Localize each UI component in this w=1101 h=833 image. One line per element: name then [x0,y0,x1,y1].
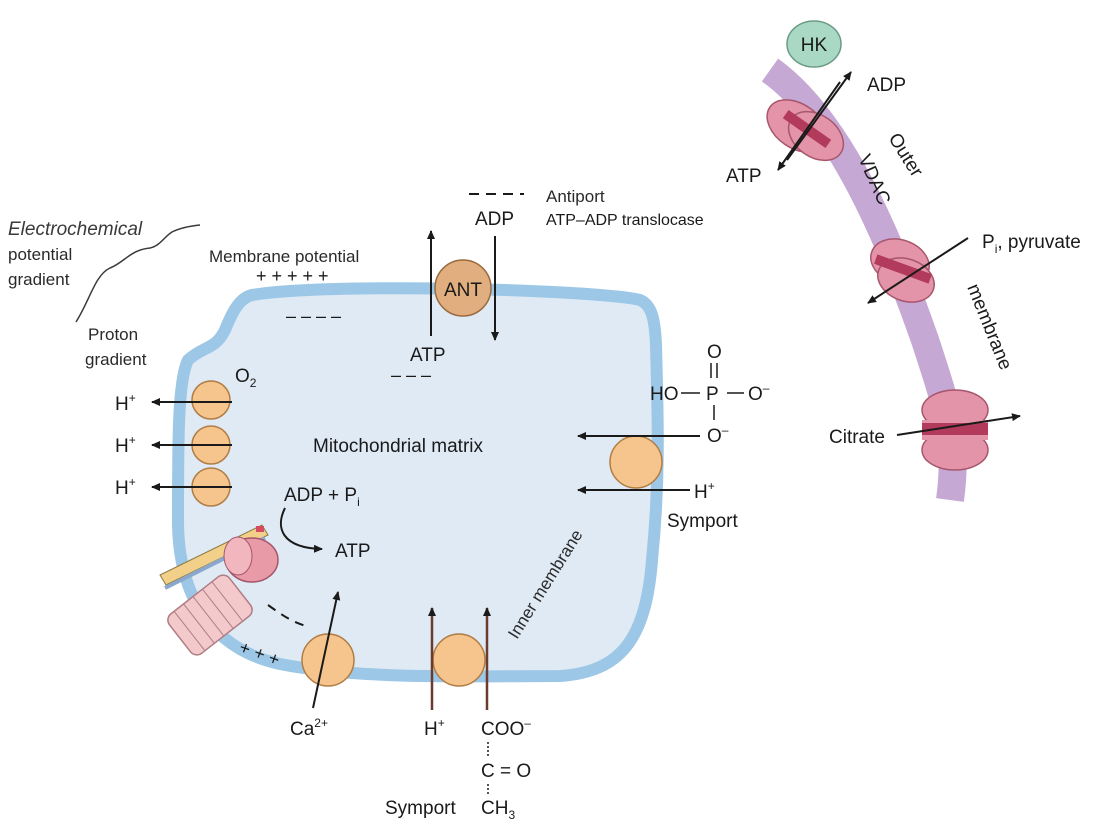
translocase-label: ATP–ADP translocase [546,212,704,229]
ca-label: Ca2+ [290,716,328,740]
outer-charge-plus: + + + + + [256,266,329,286]
h-plus-label-2: H+ [115,433,136,457]
pi-pyruvate-arrow [867,237,969,304]
phos-p: P [706,384,719,405]
phos-o-top: O [707,342,722,363]
h-plus-label-3: H+ [115,475,136,499]
antiport-label: Antiport [546,187,605,206]
electrochemical-brace [75,224,201,323]
gradient-label: gradient [85,350,147,369]
phos-ho: HO [650,384,679,405]
phos-o-bottom: O– [707,423,729,447]
adp-out-arrow [786,71,852,161]
outer-label: Outer [884,130,927,182]
atp-synthesis-label: ATP [335,541,371,562]
inner-membrane [172,282,664,683]
citrate-arrow [896,413,1021,436]
electrochemical-label-3: gradient [8,270,70,289]
phos-h-label: H+ [694,479,715,503]
h-plus-label-1: H+ [115,391,136,415]
membrane-minus-arc [267,604,307,627]
inner-charge-minus: – – – – [286,306,341,326]
hk-label: HK [801,35,828,56]
phosphate-carrier [609,435,663,489]
o2-label: O2 [235,366,257,390]
ca-arrow [312,591,341,709]
c-eq-o-label: C = O [481,761,531,782]
symport-right-label: Symport [667,511,738,532]
ant-adp-label: ADP [475,209,514,230]
proton-label: Proton [88,325,138,344]
ant-atp-label: ATP [410,345,446,366]
phos-o-right: O– [748,381,770,405]
adp-pi-label: ADP + Pi [284,485,360,509]
ant-minus-row: – – – [391,365,431,385]
atp-in-arrow [777,81,841,171]
pyruvate-carrier [432,633,486,687]
ch3-label: CH3 [481,798,515,822]
membrane-label: membrane [962,281,1015,373]
atp-outer-label: ATP [726,166,762,187]
vdac-porin-bottom [921,389,989,471]
electrochemical-label-2: potential [8,245,72,264]
adp-outer-label: ADP [867,75,906,96]
ant-label: ANT [444,280,482,301]
atp-synthesis-arrow [280,507,323,553]
pyruvate-h-label: H+ [424,716,445,740]
citrate-label: Citrate [829,427,885,448]
symport-bottom-label: Symport [385,798,456,819]
pi-pyruvate-label: Pi, pyruvate [982,232,1081,256]
matrix-label: Mitochondrial matrix [313,436,483,457]
coo-label: COO– [481,716,531,740]
etc-complex-1 [191,380,231,420]
membrane-potential-label: Membrane potential [209,247,359,266]
hexokinase [786,20,842,68]
electrochemical-label-1: Electrochemical [8,219,143,240]
ant-carrier [434,259,492,317]
atp-synthase [159,524,279,656]
